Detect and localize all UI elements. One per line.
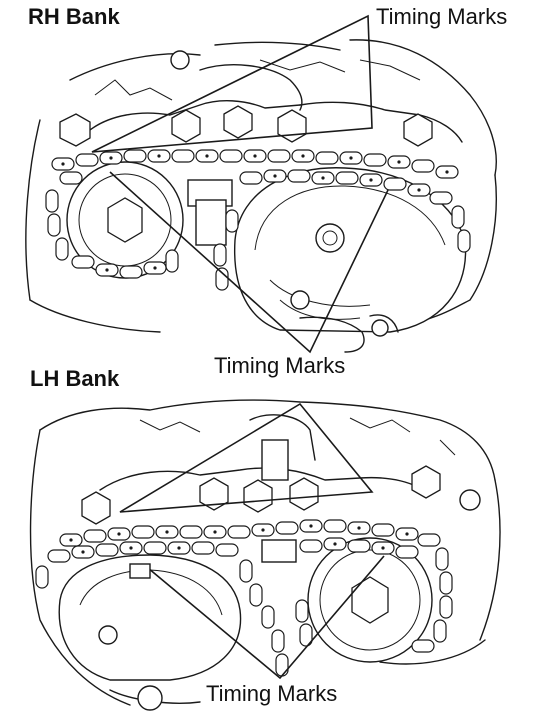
lh-bottom-callout: [147, 555, 385, 680]
timing-marks-label-middle: Timing Marks: [214, 353, 346, 378]
rh-bank-drawing: [25, 14, 497, 354]
rh-mid-callout: [109, 171, 389, 354]
cam-bolt-1: [59, 113, 91, 147]
lh-bank-label: LH Bank: [30, 366, 120, 391]
rh-chain: [45, 149, 471, 291]
lh-right-sprocket-bolt: [351, 576, 389, 624]
cam-bolt-4: [277, 109, 307, 143]
timing-marks-label-bottom: Timing Marks: [206, 681, 338, 706]
cam-bolt-3: [223, 105, 253, 139]
rh-left-sprocket-bolt: [107, 197, 143, 243]
lh-cam-bolt-3: [243, 479, 273, 513]
lh-chain: [35, 519, 453, 677]
rh-bank-label: RH Bank: [28, 4, 120, 29]
lh-cam-bolt-4: [289, 477, 319, 511]
lh-cam-bolt-1: [81, 491, 111, 525]
lh-top-callout: [119, 402, 374, 513]
cam-bolt-5: [403, 113, 433, 147]
cam-bolt-2: [171, 109, 201, 143]
rh-top-callout: [91, 14, 373, 153]
lh-cam-bolt-5: [411, 465, 441, 499]
rh-right-sprocket: [233, 167, 467, 333]
lh-bank-drawing: [29, 399, 501, 711]
lh-left-sprocket: [58, 554, 242, 681]
lh-cam-bolt-2: [199, 477, 229, 511]
timing-marks-label-top: Timing Marks: [376, 4, 508, 29]
